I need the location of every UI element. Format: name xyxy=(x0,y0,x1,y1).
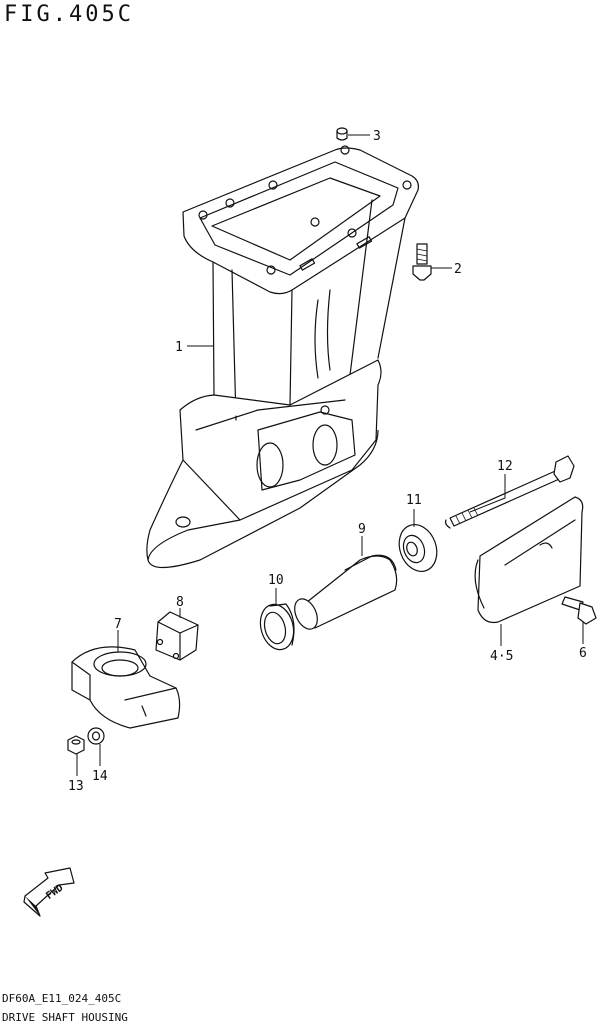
lower-mount[interactable] xyxy=(71,646,181,729)
seal-ring[interactable] xyxy=(393,519,443,576)
callout-9: 9 xyxy=(358,522,366,537)
housing-bolt[interactable] xyxy=(412,243,432,281)
callout-7: 7 xyxy=(114,617,122,632)
cover-screw[interactable] xyxy=(561,596,597,625)
mount-rubber[interactable] xyxy=(290,554,398,632)
drawing-code: DF60A_E11_024_405C xyxy=(2,992,122,1005)
washer[interactable] xyxy=(87,727,105,745)
bracket-plate[interactable] xyxy=(155,611,199,661)
figure-title: FIG.405C xyxy=(4,2,134,27)
section-title: DRIVE SHAFT HOUSING xyxy=(2,1011,128,1024)
callout-11: 11 xyxy=(406,493,422,508)
callout-3: 3 xyxy=(373,129,381,144)
fwd-arrow-icon: FWD xyxy=(23,867,75,917)
long-bolt[interactable] xyxy=(444,455,575,529)
leader-12 xyxy=(469,474,506,513)
callout-1: 1 xyxy=(175,340,183,355)
callout-14: 14 xyxy=(92,769,108,784)
dowel-pin[interactable] xyxy=(336,127,348,141)
callout-8: 8 xyxy=(176,595,184,610)
side-cover[interactable] xyxy=(474,496,584,624)
callout-10: 10 xyxy=(268,573,284,588)
callout-13: 13 xyxy=(68,779,84,794)
callout-2: 2 xyxy=(454,262,462,277)
callout-4-5: 4·5 xyxy=(490,649,513,664)
mount-seal[interactable] xyxy=(256,601,299,654)
drive-shaft-housing[interactable] xyxy=(146,145,419,569)
callout-12: 12 xyxy=(497,459,513,474)
hex-nut[interactable] xyxy=(67,735,85,755)
callout-6: 6 xyxy=(579,646,587,661)
